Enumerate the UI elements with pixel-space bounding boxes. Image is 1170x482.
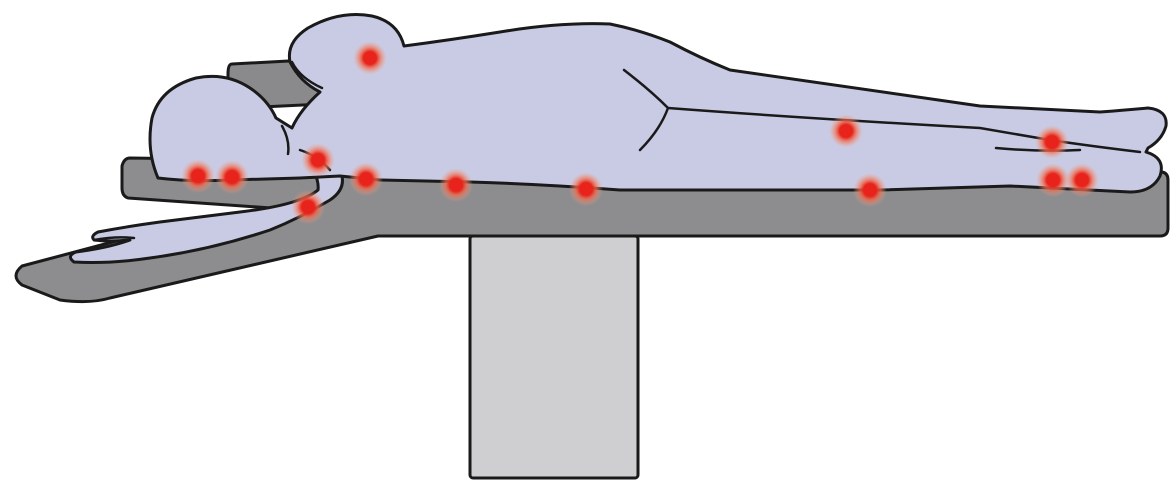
pressure-point-marker (439, 168, 473, 202)
pressure-point-marker (181, 159, 215, 193)
pressure-point-marker (349, 162, 383, 196)
pressure-point-marker (1065, 163, 1099, 197)
pressure-point-marker (291, 190, 325, 224)
pressure-point-marker (301, 143, 335, 177)
pressure-point-marker (853, 173, 887, 207)
pressure-point-marker (215, 160, 249, 194)
pressure-point-marker (1036, 163, 1070, 197)
table-pedestal (470, 236, 638, 478)
pressure-point-marker (829, 114, 863, 148)
pressure-point-marker (569, 172, 603, 206)
pressure-point-marker (353, 41, 387, 75)
pressure-point-marker (1035, 125, 1069, 159)
